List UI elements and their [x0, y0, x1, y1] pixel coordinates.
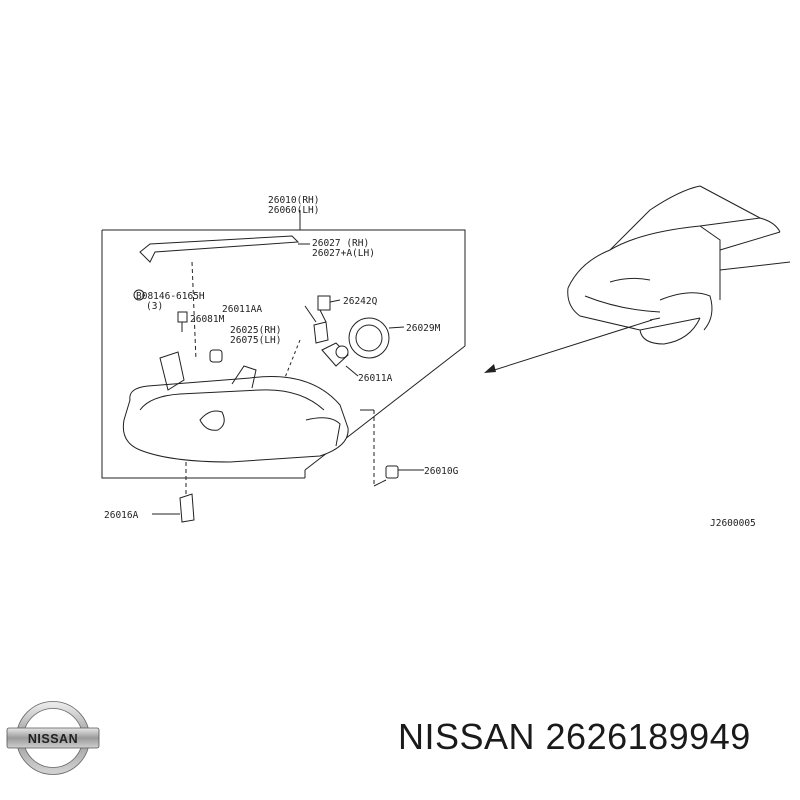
label-seal-rh: 26027 (RH) — [312, 238, 369, 249]
label-26010G: 26010G — [424, 466, 459, 477]
label-26029M: 26029M — [406, 323, 441, 334]
label-26016A: 26016A — [104, 510, 139, 521]
label-bolt-qty: (3) — [146, 301, 163, 312]
label-seal-lh: 26027+A(LH) — [312, 248, 375, 259]
label-bulb-lh: 26075(LH) — [230, 335, 281, 346]
bolt-part — [133, 261, 197, 361]
label-bulb-rh: 26025(RH) — [230, 325, 281, 336]
logo-wordmark: NISSAN — [28, 732, 78, 746]
bulb-cover — [348, 317, 405, 359]
label-assembly-lh: 26060(LH) — [268, 205, 319, 216]
connector-parts — [279, 295, 341, 391]
label-diagram-code: J2600005 — [710, 518, 756, 529]
label-assembly-rh: 26010(RH) — [268, 195, 319, 206]
part-number-caption: NISSAN 2626189949 — [398, 716, 751, 757]
nissan-logo: NISSAN — [6, 701, 100, 775]
seal-strip — [139, 235, 310, 263]
screw-part — [373, 465, 424, 487]
label-bolt: B08146-6165H — [136, 291, 205, 302]
pointer-arrow — [484, 319, 653, 373]
label-26011A: 26011A — [358, 373, 393, 384]
headlamp-housing — [122, 349, 375, 486]
bracket-part — [152, 462, 195, 523]
label-26081M: 26081M — [190, 314, 225, 325]
car-illustration — [567, 185, 791, 345]
bulb-socket — [321, 342, 359, 377]
label-26242Q: 26242Q — [343, 296, 378, 307]
label-26011AA: 26011AA — [222, 304, 262, 315]
